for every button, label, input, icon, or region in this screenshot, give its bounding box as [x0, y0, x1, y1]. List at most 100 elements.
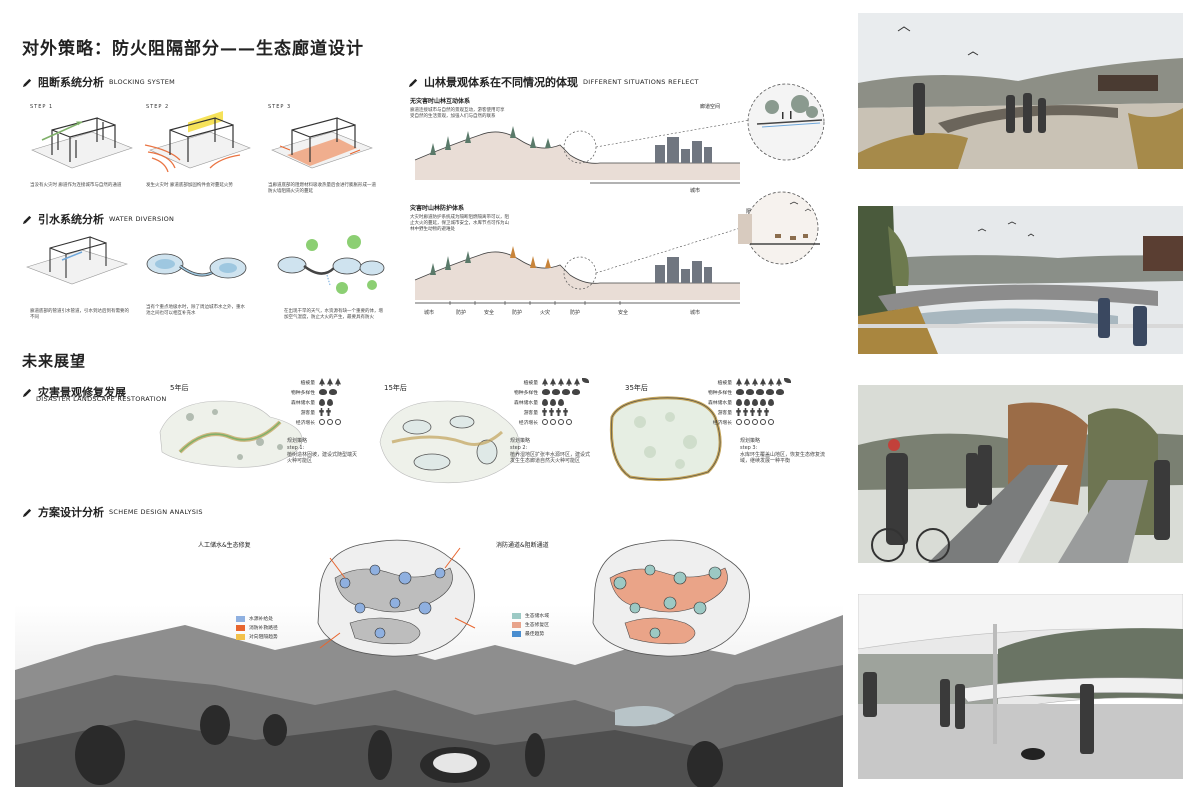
no-disaster-desc: 廊道连接城市与自然的景观互动，游客使用可享受自然的生活景观，加强人们与自然的联系: [410, 108, 505, 120]
legend-swatch: [512, 621, 521, 628]
legend-item: 最佳趋势: [512, 629, 549, 638]
stat-row: 经济增长: [702, 417, 791, 427]
animal-icons: [542, 389, 580, 395]
scheme-title-en: SCHEME DESIGN ANALYSIS: [109, 508, 203, 516]
stage-3-year: 35年后: [625, 384, 648, 392]
blocking-diagram-3: [271, 117, 373, 169]
zone-label: 城市: [690, 310, 701, 316]
disaster-section: [414, 225, 751, 305]
person-icons: [736, 408, 769, 416]
stage-2-text: 规划策略 step 2: 植养湿地区扩张丰水源环区，建设式发生生态廊道自然灭火种…: [510, 438, 591, 465]
blocking-title-en: BLOCKING SYSTEM: [109, 78, 176, 86]
water-diagram-3: [277, 235, 385, 294]
stage-3-stats: 植被量 物种多样性 森林储水量 游客量 经济增长: [702, 377, 791, 427]
landscape-title-cn: 山林景观体系在不同情况的体现: [424, 76, 578, 89]
stage-1-map: [159, 400, 303, 468]
landscape-title-en: DIFFERENT SITUATIONS REFLECT: [583, 78, 699, 86]
pencil-icon: [22, 78, 32, 87]
blocking-caption-1: 当没有火灾时 廊道作为连接城市与自然的通道: [30, 183, 122, 188]
scheme-right-legend: 生态储水域 生态修复区 最佳趋势: [512, 611, 549, 638]
stat-row: 森林储水量: [285, 397, 341, 407]
render-photo-boardwalk: [858, 13, 1183, 169]
stat-row: 植被量: [508, 377, 589, 387]
disaster-zone-bar: 城市 防护 安全 防护 火灾 防护 安全 城市: [410, 309, 740, 319]
stat-row: 植被量: [285, 377, 341, 387]
stat-row: 游客量: [508, 407, 589, 417]
no-disaster-vignette: [747, 83, 825, 161]
zone-label: 防护: [512, 310, 523, 316]
restoration-title-en: DISASTER LANDSCAPE RESTORATION: [36, 395, 167, 403]
scheme-map-right: [592, 539, 750, 657]
stat-row: 植被量: [702, 377, 791, 387]
zone-label: 防护: [570, 310, 581, 316]
main-title: 对外策略：防火阻隔部分——生态廊道设计: [22, 39, 364, 59]
legend-item: 消防补救路径: [236, 623, 278, 632]
scheme-title-cn: 方案设计分析: [38, 506, 104, 519]
legend-item: 生态修复区: [512, 620, 549, 629]
drop-icons: [542, 398, 564, 406]
legend-swatch: [236, 624, 245, 631]
scheme-left-legend: 水源补给处 消防补救路径 对向阻隔趋势: [236, 614, 278, 641]
coin-icons: [319, 419, 341, 425]
pencil-icon: [408, 78, 418, 87]
future-title: 未来展望: [22, 352, 87, 370]
tree-icons: [736, 378, 791, 386]
zone-label: 城市: [424, 310, 435, 316]
pencil-icon: [22, 215, 32, 224]
stage-2-map: [379, 400, 520, 484]
coin-icons: [542, 419, 572, 425]
stage-2-stats: 植被量 物种多样性 森林储水量 游客量 经济增长: [508, 377, 589, 427]
no-disaster-city-label: 城市: [690, 188, 701, 194]
water-diagram-1: [26, 236, 128, 285]
tree-icons: [319, 378, 341, 386]
blocking-title-cn: 阻断系统分析: [38, 76, 104, 89]
tree-icons: [542, 378, 589, 386]
stage-1-text: 规划策略 step 1: 植树造林固坡，建设式随型端灭火种可能区: [287, 438, 358, 465]
landscape-section-title: 山林景观体系在不同情况的体现 DIFFERENT SITUATIONS REFL…: [408, 74, 699, 90]
render-photo-cyclists: [858, 385, 1183, 563]
blocking-caption-3: 当廊道底部的阻燃材料吸收热量后会进行膨胀形成一道防火墙阻隔火灾的蔓延: [268, 183, 376, 195]
stat-row: 游客量: [702, 407, 791, 417]
pencil-icon: [22, 508, 32, 517]
stat-row: 物种多样性: [508, 387, 589, 397]
zone-label: 防护: [456, 310, 467, 316]
water-section-title: 引水系统分析 WATER DIVERSION: [22, 211, 174, 227]
animal-icons: [736, 389, 784, 395]
stat-row: 物种多样性: [285, 387, 341, 397]
scheme-section-title: 方案设计分析 SCHEME DESIGN ANALYSIS: [22, 504, 203, 520]
restoration-title-cn: 灾害景观修复发展: [38, 386, 126, 399]
drop-icons: [736, 398, 774, 406]
scheme-right-label: 消防通道&阻断通道: [496, 542, 549, 549]
zone-label: 安全: [484, 310, 495, 316]
stage-1-year: 5年后: [170, 384, 189, 392]
animal-icons: [319, 389, 337, 395]
blocking-step-2: STEP 2: [146, 104, 170, 110]
stage-1-stats: 植被量 物种多样性 森林储水量 游客量 经济增长: [285, 377, 341, 427]
legend-item: 对向阻隔趋势: [236, 632, 278, 641]
person-icons: [542, 408, 568, 416]
legend-swatch: [512, 612, 521, 619]
restoration-title-en-wrap: DISASTER LANDSCAPE RESTORATION: [36, 395, 167, 403]
legend-swatch: [236, 633, 245, 640]
coin-icons: [736, 419, 774, 425]
stat-row: 森林储水量: [508, 397, 589, 407]
stat-row: 经济增长: [508, 417, 589, 427]
zone-label: 安全: [618, 310, 629, 316]
render-photo-overlook: [858, 594, 1183, 779]
no-disaster-space-label: 廊道空间: [700, 104, 721, 110]
scheme-map-left: [317, 539, 476, 657]
water-diagram-2: [146, 253, 247, 279]
blocking-step-1: STEP 1: [30, 104, 54, 110]
pencil-icon: [22, 388, 32, 397]
water-title-cn: 引水系统分析: [38, 213, 104, 226]
stage-3-map: [609, 396, 722, 482]
stat-row: 森林储水量: [702, 397, 791, 407]
blocking-diagram-1: [31, 117, 133, 169]
drop-icons: [319, 398, 333, 406]
legend-item: 水源补给处: [236, 614, 278, 623]
legend-swatch: [512, 630, 521, 637]
render-photo-wetland: [858, 206, 1183, 354]
blocking-caption-2: 发生火灾时 廊道底部加固构件会对蔓延火势: [146, 183, 233, 188]
water-caption-2: 当有个重点地级水时，除了周边城市水之外，重水池之间也可以相互补充水: [146, 305, 245, 317]
water-caption-3: 在出现干旱的天气，水资源有缺一个重要的体，增加空气湿度，防止大火的产生，最要具有…: [284, 309, 383, 321]
